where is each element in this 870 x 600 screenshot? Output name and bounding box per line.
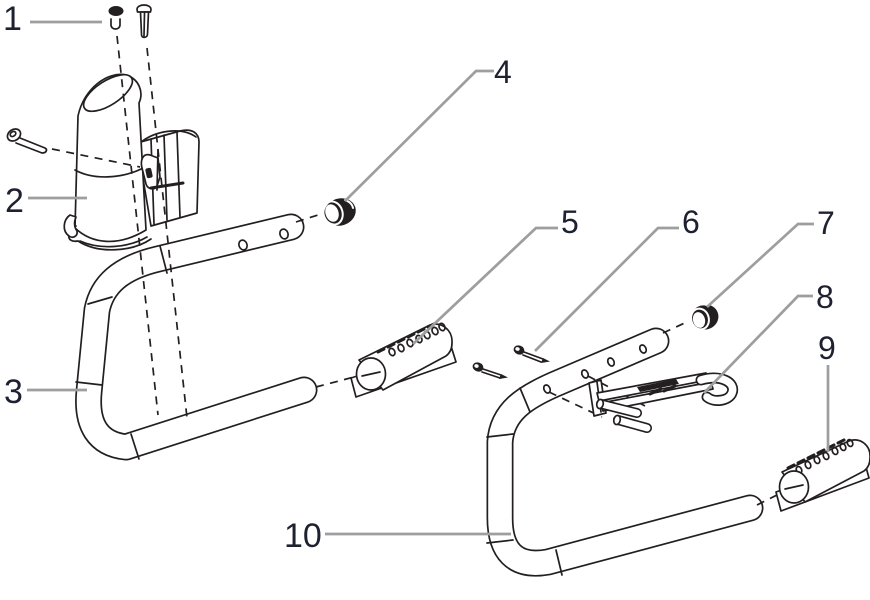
callout-2-label: 2 bbox=[5, 182, 24, 220]
callout-leader-lines bbox=[27, 20, 830, 536]
callout-8-label: 8 bbox=[816, 279, 834, 315]
screw-head-icon bbox=[136, 4, 152, 13]
frame-hole bbox=[580, 369, 590, 379]
callout-10-label: 10 bbox=[284, 517, 322, 555]
frame-hole bbox=[279, 228, 289, 240]
left-handle-frame-drawing bbox=[75, 213, 318, 461]
hook-bracket-drawing bbox=[588, 372, 739, 433]
top-screws-drawing bbox=[108, 4, 152, 39]
grip-right-drawing bbox=[775, 438, 870, 512]
frame-hole bbox=[638, 344, 648, 354]
frame-hole bbox=[238, 239, 248, 251]
callout-5-label: 5 bbox=[561, 204, 579, 240]
frame-screws-drawing bbox=[472, 345, 550, 379]
right-handle-frame-drawing bbox=[486, 327, 764, 577]
frame-hole bbox=[606, 357, 616, 367]
callout-7-label: 7 bbox=[817, 205, 835, 241]
screw-head-icon bbox=[108, 6, 124, 16]
callout-labels: 1 2 3 4 5 6 7 8 9 10 bbox=[3, 0, 836, 555]
callout-3-label: 3 bbox=[4, 373, 23, 411]
end-cap-right-drawing bbox=[690, 303, 719, 331]
callout-4-label: 4 bbox=[494, 54, 512, 90]
callout-6-label: 6 bbox=[682, 204, 700, 240]
callout-9-label: 9 bbox=[818, 330, 836, 366]
grip-left-drawing bbox=[350, 322, 457, 398]
end-cap-left-drawing bbox=[322, 198, 356, 226]
callout-1-label: 1 bbox=[3, 0, 22, 38]
holder-cup-drawing bbox=[63, 73, 200, 251]
holder-side-screw-drawing bbox=[6, 128, 48, 154]
